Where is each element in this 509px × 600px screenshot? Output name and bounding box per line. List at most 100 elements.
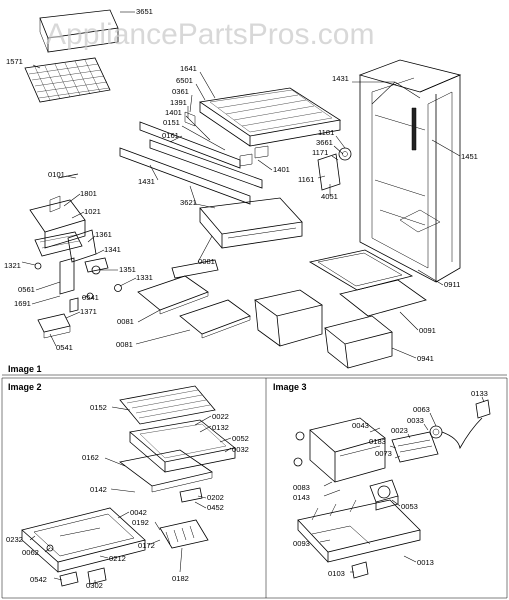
image1-part-labels: 3651 1571 1641 6501 0361 1391 1401 0151 … xyxy=(4,7,478,363)
label-0452: 0452 xyxy=(207,503,224,512)
label-0151: 0151 xyxy=(163,118,180,127)
label-0081-upper: 0081 xyxy=(198,257,215,266)
part-0063-thermostat-drawing xyxy=(429,399,491,450)
part-base-tray-drawing xyxy=(21,507,146,573)
part-shelf-frame-drawing xyxy=(119,419,236,493)
part-0202-drawing xyxy=(179,487,203,503)
label-0081-lower: 0081 xyxy=(116,340,133,349)
section-dividers xyxy=(1,374,508,599)
label-0013: 0013 xyxy=(417,558,434,567)
label-0152: 0152 xyxy=(90,403,107,412)
label-0162: 0162 xyxy=(82,453,99,462)
label-0911: 0911 xyxy=(444,280,460,289)
label-0023: 0023 xyxy=(391,426,408,435)
label-1341: 1341 xyxy=(104,245,121,254)
part-rail-drawing xyxy=(119,111,269,205)
label-4051: 4051 xyxy=(321,192,338,201)
label-1451: 1451 xyxy=(461,152,478,161)
label-3621: 3621 xyxy=(180,198,197,207)
part-3651-drawing xyxy=(39,9,119,53)
label-1361: 1361 xyxy=(95,230,112,239)
part-0081-drawer-drawing xyxy=(199,197,303,249)
image3-drawing: 0133 0043 0063 0033 0023 0183 0073 0083 … xyxy=(293,389,491,579)
label-0302: 0302 xyxy=(86,581,103,590)
label-0142: 0142 xyxy=(90,485,107,494)
image1-drawing: 3651 1571 1641 6501 0361 1391 1401 0151 … xyxy=(4,7,478,369)
label-0062: 0062 xyxy=(22,548,39,557)
label-1171: 1171 xyxy=(312,148,328,157)
part-0081-shelves-drawing xyxy=(137,259,251,339)
label-0542: 0542 xyxy=(30,575,47,584)
label-0232: 0232 xyxy=(6,535,23,544)
label-1391: 1391 xyxy=(170,98,187,107)
part-0053-motor-drawing xyxy=(369,479,399,511)
label-0101: 0101 xyxy=(48,170,65,179)
label-1371: 1371 xyxy=(80,307,97,316)
image3-leader-lines xyxy=(319,396,485,573)
label-0132: 0132 xyxy=(212,423,229,432)
label-0202: 0202 xyxy=(207,493,224,502)
label-0052: 0052 xyxy=(232,434,249,443)
part-0043-housing-drawing xyxy=(293,417,386,483)
part-1571-drawing xyxy=(24,57,111,103)
label-3661: 3661 xyxy=(316,138,333,147)
label-0161: 0161 xyxy=(162,131,179,140)
image2-drawing: 0152 0022 0132 0052 0032 0162 0142 0202 … xyxy=(6,385,249,590)
part-0182-drawing xyxy=(159,519,209,549)
part-damper-drawing xyxy=(37,292,94,339)
label-1401-upper: 1401 xyxy=(165,108,182,117)
label-0081-mid: 0081 xyxy=(117,317,134,326)
label-0561: 0561 xyxy=(18,285,35,294)
part-0073-module-drawing xyxy=(391,431,439,463)
label-1431-top: 1431 xyxy=(332,74,349,83)
label-0073: 0073 xyxy=(375,449,392,458)
section-title-image1: Image 1 xyxy=(8,364,42,374)
image2-part-labels: 0152 0022 0132 0052 0032 0162 0142 0202 … xyxy=(6,403,249,590)
image1-leader-lines xyxy=(21,11,461,359)
label-0093: 0093 xyxy=(293,539,310,548)
label-1571: 1571 xyxy=(6,57,23,66)
label-0043: 0043 xyxy=(352,421,369,430)
label-0541-upper: 0541 xyxy=(82,293,99,302)
label-1401-lower: 1401 xyxy=(273,165,290,174)
label-0133: 0133 xyxy=(471,389,488,398)
label-0022: 0022 xyxy=(212,412,229,421)
image2-leader-lines xyxy=(29,406,232,584)
label-0042: 0042 xyxy=(130,508,147,517)
label-0182: 0182 xyxy=(172,574,189,583)
label-0103: 0103 xyxy=(328,569,345,578)
label-0941: 0941 xyxy=(417,354,434,363)
label-0183: 0183 xyxy=(369,437,386,446)
label-1321: 1321 xyxy=(4,261,21,270)
label-1431-mid: 1431 xyxy=(138,177,155,186)
label-0083: 0083 xyxy=(293,483,310,492)
label-0361: 0361 xyxy=(172,87,189,96)
part-0152-drawing xyxy=(119,385,216,425)
part-1641-drawing xyxy=(198,87,342,147)
label-1181: 1181 xyxy=(318,128,334,137)
label-1351: 1351 xyxy=(119,265,136,274)
part-crisper-drawing xyxy=(254,249,427,369)
part-0013-baseplate-drawing xyxy=(297,499,421,563)
label-6501: 6501 xyxy=(176,76,193,85)
section-title-image3: Image 3 xyxy=(273,382,307,392)
watermark: AppliancePartsPros.com xyxy=(46,18,374,51)
label-0212: 0212 xyxy=(109,554,126,563)
cabinet-drawing xyxy=(358,59,462,283)
label-0192: 0192 xyxy=(132,518,149,527)
label-0053: 0053 xyxy=(401,502,418,511)
label-0033: 0033 xyxy=(407,416,424,425)
part-0542-0302-drawing xyxy=(46,544,107,587)
label-1691: 1691 xyxy=(14,299,31,308)
part-control-left-drawing xyxy=(29,173,86,257)
label-0091: 0091 xyxy=(419,326,436,335)
label-0143: 0143 xyxy=(293,493,310,502)
label-0032: 0032 xyxy=(232,445,249,454)
label-1801: 1801 xyxy=(80,189,97,198)
label-1161: 1161 xyxy=(298,175,314,184)
label-1021: 1021 xyxy=(84,207,101,216)
label-0063: 0063 xyxy=(413,405,430,414)
section-title-image2: Image 2 xyxy=(8,382,42,392)
part-0103-drawing xyxy=(351,561,369,579)
